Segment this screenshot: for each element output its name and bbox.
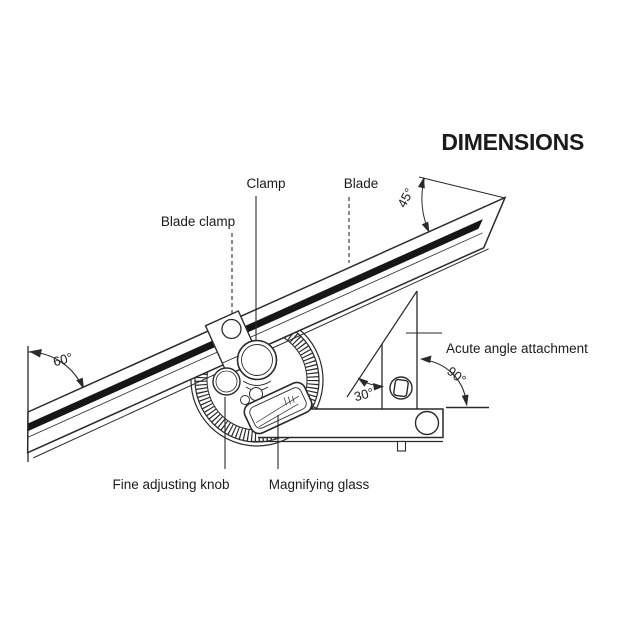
label-fine-adjusting-knob: Fine adjusting knob [112, 477, 229, 492]
clamp-knob-outer [236, 339, 278, 381]
lens-reflection [258, 403, 299, 428]
base-bar [258, 408, 444, 439]
bevel-extension-line [418, 176, 506, 199]
acute-angle-attachment: 30° 90° [346, 290, 489, 409]
magnifier-frame [243, 381, 313, 435]
arrowhead [418, 177, 425, 189]
arrowhead [357, 377, 369, 387]
label-acute-angle-attachment: Acute angle attachment [446, 341, 588, 356]
leader-lines [224, 196, 350, 469]
clamp-knob-inner [241, 344, 273, 376]
angle-60-label: 60° [51, 350, 74, 370]
clamp-washer [242, 380, 272, 386]
base-tab [396, 440, 407, 452]
part-labels: Clamp Blade Blade clamp Acute angle atta… [112, 176, 588, 492]
blade-edge-line [28, 232, 483, 438]
arrowhead [461, 394, 469, 407]
label-magnifying-glass: Magnifying glass [269, 477, 370, 492]
angle-90-label: 90° [444, 363, 469, 387]
attachment-clamp-nut-square [393, 378, 409, 398]
arrowhead [29, 349, 42, 358]
magnifier-lens [249, 387, 307, 429]
fine-knob-inner [215, 370, 238, 393]
base-knob [414, 410, 440, 436]
clamp-knob [236, 339, 278, 391]
page-title: DIMENSIONS [441, 129, 584, 155]
angle-30-label: 30° [352, 385, 375, 405]
lens-scale-ticks [283, 395, 295, 406]
arrowhead [421, 221, 430, 233]
magnifying-glass [243, 381, 313, 435]
fine-knob-outer [212, 367, 241, 396]
label-blade-clamp: Blade clamp [161, 214, 235, 229]
label-clamp: Clamp [246, 176, 285, 191]
arrowhead [76, 377, 84, 389]
magnifier-pivot-small [240, 395, 250, 405]
base-stock [252, 392, 444, 452]
blade-clamp-screw [221, 318, 242, 340]
arrowhead [420, 355, 432, 363]
arrowhead [373, 383, 384, 391]
lens-reflection [255, 395, 300, 423]
fine-adjusting-knob [212, 367, 241, 396]
angle-90-arc [423, 359, 467, 401]
blade-body [26, 196, 507, 454]
angle-45-label: 45° [394, 186, 416, 210]
label-blade: Blade [344, 176, 379, 191]
